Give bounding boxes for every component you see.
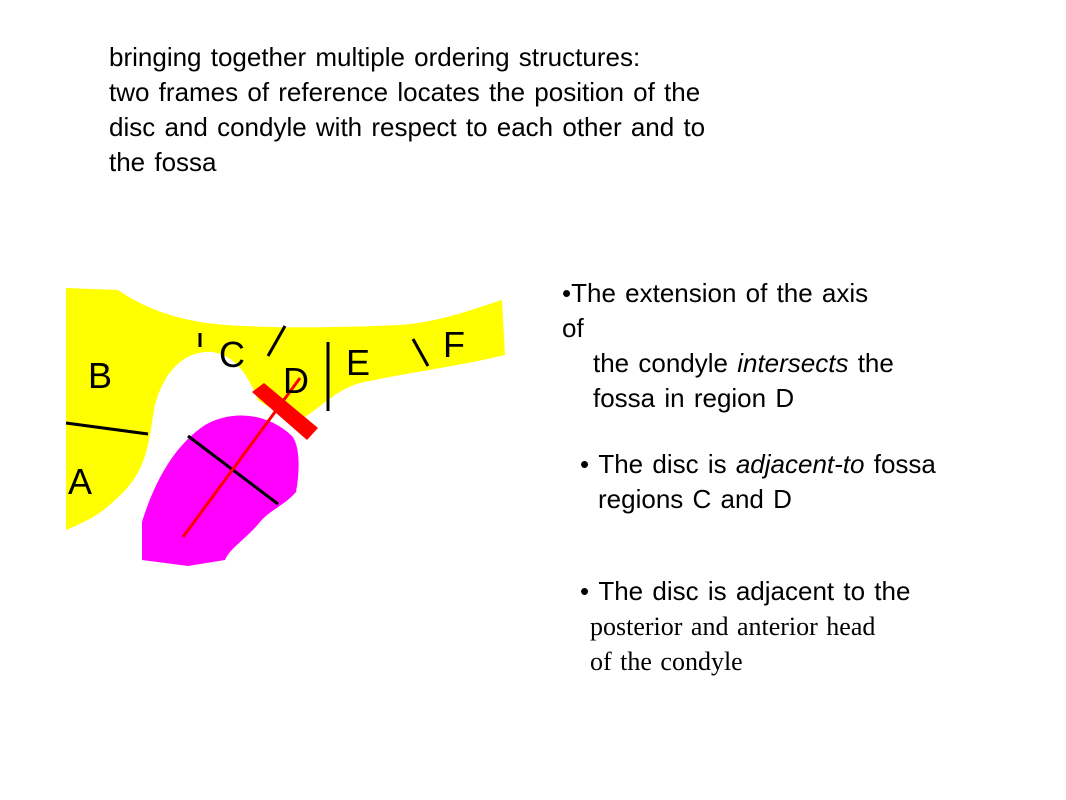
bullet-3-line-1: • The disc is adjacent to the: [580, 574, 1066, 609]
region-label-f: F: [443, 324, 465, 365]
bullet-3-text-1: The disc is adjacent to the: [598, 576, 911, 606]
divider-e-f: [411, 338, 430, 367]
bullet-2-text-1b: fossa: [864, 449, 936, 479]
bullet-3-line-2: posterior and anterior head: [590, 612, 876, 641]
bullet-1-text-3b: the: [848, 348, 894, 378]
region-label-a: A: [68, 461, 92, 502]
bullet-2-line-2: regions C and D: [598, 484, 792, 514]
title-line-3: disc and condyle with respect to each ot…: [109, 112, 706, 142]
title-line-4: the fossa: [109, 147, 217, 177]
title-line-1: bringing together multiple ordering stru…: [109, 42, 641, 72]
bullet-1-text-3a: the condyle: [593, 348, 738, 378]
disc-shape: [252, 383, 318, 440]
title-line-2: two frames of reference locates the posi…: [109, 77, 701, 107]
bullet-disc-adjacent-fossa: • The disc is adjacent-to fossa regions …: [580, 447, 1066, 517]
region-label-e: E: [346, 342, 370, 383]
bullet-2-text-1a: The disc is: [598, 449, 736, 479]
bullet-axis-intersection: •The extension of the axis of the condyl…: [562, 276, 1002, 416]
bullet-1-line-1: •The extension of the axis: [562, 276, 1002, 311]
bullet-1-line-2: of: [562, 313, 584, 343]
bullet-3-line-3: of the condyle: [590, 647, 743, 676]
bullet-1-line-4: fossa in region D: [593, 383, 795, 413]
region-label-c: C: [219, 334, 245, 375]
bullet-1-text-1: The extension of the axis: [571, 278, 869, 308]
slide-title: bringing together multiple ordering stru…: [109, 40, 969, 180]
bullet-dot: •: [580, 576, 590, 606]
bullet-1-emphasis: intersects: [737, 348, 849, 378]
region-label-b: B: [88, 355, 112, 396]
bullet-dot: •: [562, 278, 572, 308]
bullet-dot: •: [580, 449, 590, 479]
bullet-disc-adjacent-condyle: • The disc is adjacent to the posterior …: [580, 574, 1066, 679]
bullet-1-line-3: the condyle intersects the: [562, 346, 1002, 381]
bullet-2-emphasis: adjacent-to: [735, 449, 865, 479]
region-label-d: D: [283, 360, 309, 401]
bullet-2-line-1: • The disc is adjacent-to fossa: [580, 447, 1066, 482]
condyle-region: [142, 415, 299, 566]
divider-c-d: [266, 325, 287, 357]
divider-a-b: [65, 421, 149, 436]
